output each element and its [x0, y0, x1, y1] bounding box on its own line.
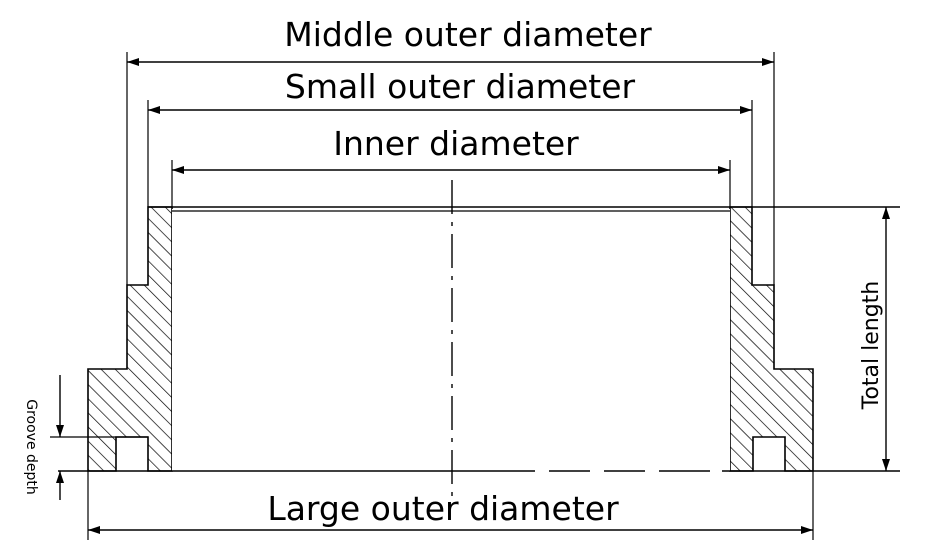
inner-bore	[172, 209, 730, 471]
left-wall-section	[87, 206, 173, 472]
label-total-length: Total length	[859, 281, 884, 411]
label-middle-outer-diameter: Middle outer diameter	[284, 15, 652, 54]
right-wall-section	[729, 206, 814, 472]
label-inner-diameter: Inner diameter	[333, 124, 579, 163]
label-large-outer-diameter: Large outer diameter	[267, 489, 619, 528]
label-groove-depth: Groove depth	[23, 399, 39, 495]
label-small-outer-diameter: Small outer diameter	[285, 67, 636, 106]
